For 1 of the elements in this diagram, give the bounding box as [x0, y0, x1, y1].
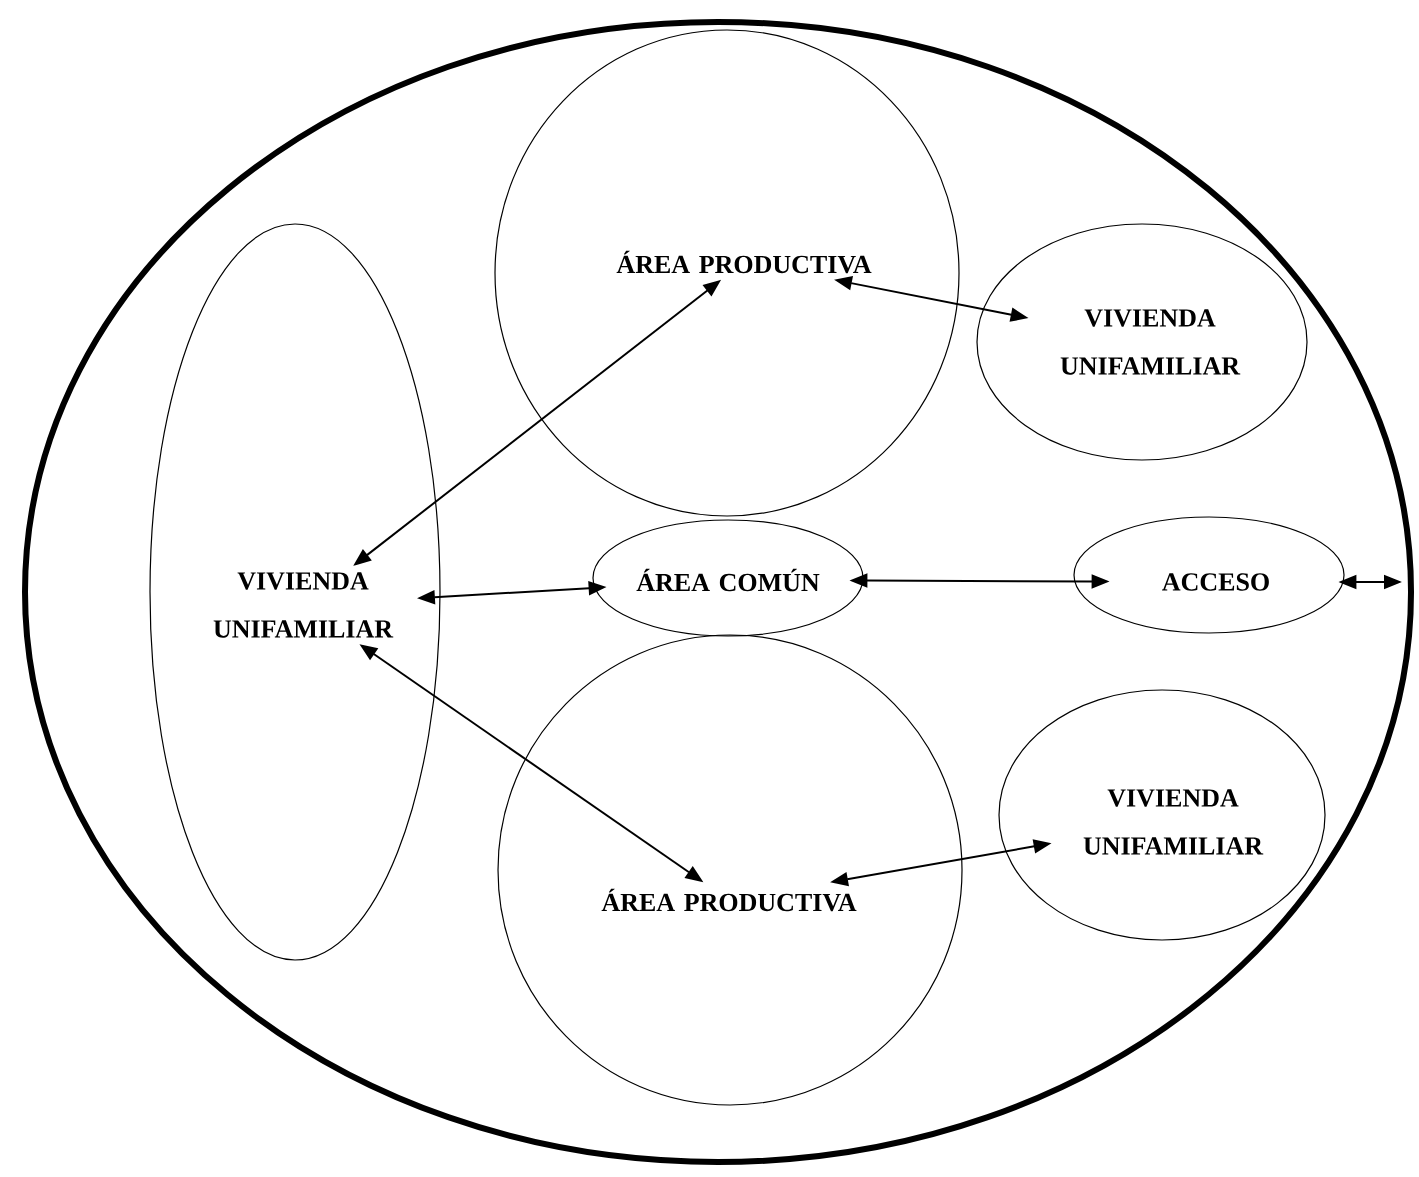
boundary-ellipse: [22, 19, 1414, 1165]
